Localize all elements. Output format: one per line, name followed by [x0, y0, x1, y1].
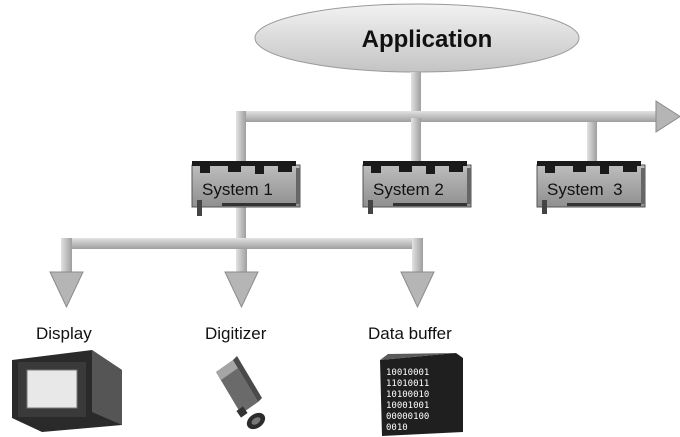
system-1-node: System 1 [191, 161, 301, 216]
system-3-label: System 3 [547, 180, 623, 199]
circuit-board-icon [362, 161, 472, 214]
bus-to-display-pipe [61, 238, 72, 274]
application-node: Application [254, 3, 580, 73]
data-buffer-device: Data buffer 10010001 11010011 10100010 1… [368, 324, 463, 436]
digitizer-device: Digitizer [205, 324, 267, 430]
system-2-node: System 2 [362, 161, 472, 214]
bus-to-system-3-pipe [587, 122, 597, 164]
bus-to-system-1-pipe [236, 111, 246, 169]
bus-to-system-2-pipe [411, 118, 421, 164]
circuit-board-icon [536, 161, 646, 214]
display-label: Display [36, 324, 92, 343]
digitizer-arrowhead [224, 271, 259, 309]
binary-line: 11010011 [386, 379, 429, 389]
bus-to-data-buffer-pipe [412, 238, 423, 274]
connector-pipes [49, 72, 680, 309]
display-arrowhead [49, 271, 84, 309]
circuit-board-icon [191, 161, 301, 216]
system-1-to-device-bus-pipe [236, 206, 246, 246]
camera-icon [216, 356, 266, 430]
binary-line: 10100010 [386, 390, 429, 400]
binary-line: 0010 [386, 423, 408, 433]
application-label: Application [362, 26, 493, 53]
binary-line: 10010001 [386, 368, 429, 378]
data-buffer-label: Data buffer [368, 324, 452, 343]
device-bus-pipe [61, 238, 423, 249]
main-bus-pipe [236, 111, 658, 122]
display-device: Display [12, 324, 122, 432]
digitizer-label: Digitizer [205, 324, 267, 343]
binary-line: 00000100 [386, 412, 429, 422]
system-3-node: System 3 [536, 161, 646, 214]
system-1-label: System 1 [202, 180, 273, 199]
main-bus-arrowhead [655, 100, 680, 133]
data-buffer-icon: 10010001 11010011 10100010 10001001 0000… [380, 353, 463, 436]
app-to-bus-pipe [411, 72, 421, 118]
binary-line: 10001001 [386, 401, 429, 411]
data-buffer-arrowhead [400, 271, 435, 309]
system-2-label: System 2 [373, 180, 444, 199]
bus-to-digitizer-pipe [236, 249, 247, 274]
monitor-icon [12, 350, 122, 432]
